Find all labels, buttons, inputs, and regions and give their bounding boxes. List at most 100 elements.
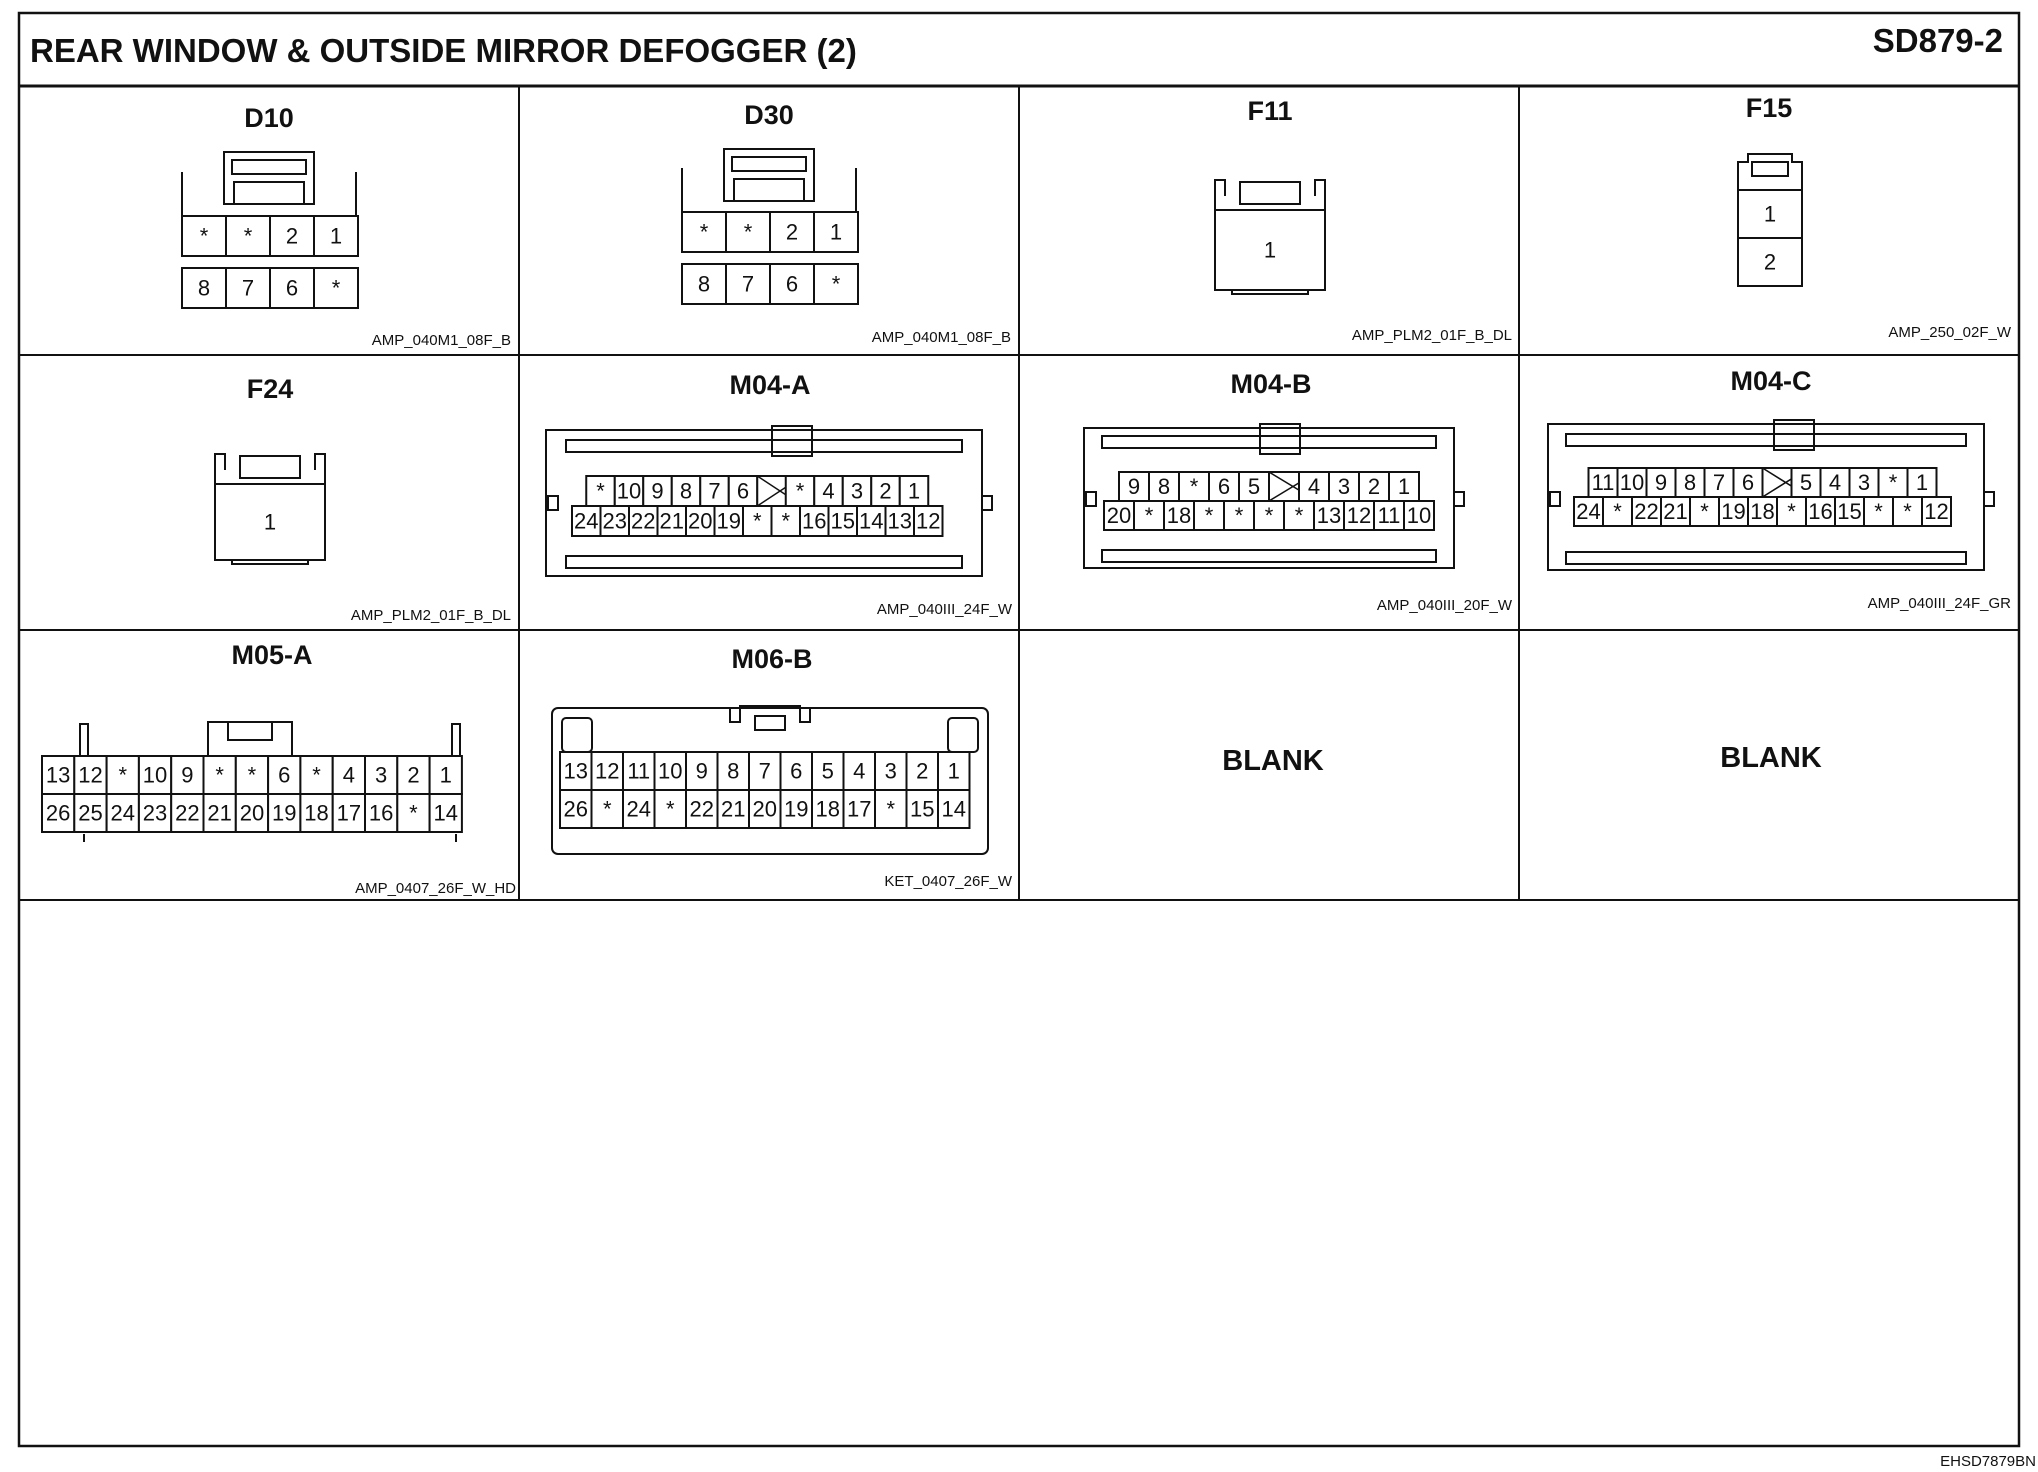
sheet-title: REAR WINDOW & OUTSIDE MIRROR DEFOGGER (2… bbox=[30, 32, 857, 69]
pin-cavity bbox=[784, 475, 816, 507]
pin-cavity bbox=[1921, 496, 1952, 527]
footer-code: EHSD7879BN bbox=[1940, 1453, 2036, 1470]
unused-pin-mark: * bbox=[312, 763, 321, 788]
connector-body-outline bbox=[545, 425, 993, 577]
pin-cavity bbox=[779, 789, 813, 829]
pin-cavity bbox=[813, 211, 859, 253]
pin-number: 13 bbox=[46, 763, 70, 788]
unused-pin-mark: * bbox=[332, 276, 341, 301]
unused-pin-mark: * bbox=[700, 220, 709, 245]
pin-number: 22 bbox=[631, 509, 655, 534]
unused-pin-mark: * bbox=[409, 801, 418, 826]
connector-name: D30 bbox=[744, 100, 794, 130]
pin-cavity bbox=[841, 475, 873, 507]
pin-number: 21 bbox=[1663, 499, 1687, 524]
pin-number: 3 bbox=[1338, 474, 1350, 499]
pin-number: 15 bbox=[831, 509, 855, 534]
pin-cavity bbox=[681, 211, 727, 253]
pin-number: 3 bbox=[375, 763, 387, 788]
pin-number: 2 bbox=[786, 220, 798, 245]
pin-cavity bbox=[1718, 496, 1749, 527]
pin-cavity bbox=[1403, 500, 1435, 531]
pin-number: 9 bbox=[696, 759, 708, 784]
pin-cavity bbox=[742, 505, 773, 537]
connector-code: AMP_040M1_08F_B bbox=[372, 332, 511, 349]
pin-number: 21 bbox=[660, 509, 684, 534]
pin-number: 20 bbox=[240, 801, 264, 826]
pin-number: 19 bbox=[272, 801, 296, 826]
blank-cell-label: BLANK bbox=[1720, 742, 1822, 774]
connector-name: M05-A bbox=[231, 640, 312, 670]
connector-code: AMP_040III_24F_GR bbox=[1868, 595, 2012, 612]
pin-number: 10 bbox=[1620, 470, 1644, 495]
unused-pin-mark: * bbox=[886, 797, 895, 822]
pin-number: 1 bbox=[908, 479, 920, 504]
pin-cavity bbox=[1602, 496, 1633, 527]
pin-number: 24 bbox=[627, 797, 651, 822]
pin-number: 24 bbox=[574, 509, 598, 534]
pin-grid: 12 bbox=[1737, 189, 1803, 287]
pin-number: 2 bbox=[879, 479, 891, 504]
pin-number: 4 bbox=[853, 759, 865, 784]
pin-number: 2 bbox=[286, 224, 298, 249]
sheet-frame bbox=[17, 11, 2021, 1448]
unused-pin-mark: * bbox=[1889, 470, 1898, 495]
connector-body-outline bbox=[1547, 419, 1995, 571]
pin-number: 6 bbox=[1218, 474, 1230, 499]
pin-cavity bbox=[1906, 467, 1938, 498]
pin-cavity bbox=[1573, 496, 1604, 527]
pin-number: 6 bbox=[790, 759, 802, 784]
pin-number: 20 bbox=[753, 797, 777, 822]
pin-cavity bbox=[1193, 500, 1225, 531]
pin-number: 26 bbox=[564, 797, 588, 822]
unused-pin-mark: * bbox=[666, 797, 675, 822]
pin-cavity bbox=[105, 755, 140, 795]
pin-cavity bbox=[590, 789, 624, 829]
pin-cavity bbox=[313, 267, 359, 309]
pin-number: 8 bbox=[727, 759, 739, 784]
pin-number: 21 bbox=[207, 801, 231, 826]
connector-code: KET_0407_26F_W bbox=[884, 873, 1012, 890]
connector-name: F15 bbox=[1746, 93, 1793, 123]
pin-cavity bbox=[1616, 467, 1648, 498]
connector-code: AMP_PLM2_01F_B_DL bbox=[1352, 327, 1512, 344]
connector-grid bbox=[19, 86, 2019, 901]
pin-cavity bbox=[813, 263, 859, 305]
connector-name: M04-A bbox=[729, 370, 810, 400]
pin-cavity bbox=[214, 483, 326, 561]
pin-cavity bbox=[1737, 237, 1803, 287]
pin-number: 19 bbox=[1721, 499, 1745, 524]
pin-number: 14 bbox=[434, 801, 458, 826]
pin-number: 6 bbox=[786, 272, 798, 297]
unused-pin-mark: * bbox=[200, 224, 209, 249]
pin-number: 4 bbox=[1308, 474, 1320, 499]
pin-number: 8 bbox=[1158, 474, 1170, 499]
pin-cavity bbox=[1834, 496, 1865, 527]
pin-cavity bbox=[225, 215, 271, 257]
pin-cavity bbox=[1631, 496, 1662, 527]
pin-cavity bbox=[856, 505, 887, 537]
pin-cavity bbox=[41, 793, 76, 833]
pin-number: 1 bbox=[1764, 202, 1776, 227]
pin-number: 7 bbox=[242, 276, 254, 301]
pin-number: 10 bbox=[143, 763, 167, 788]
pin-cavity bbox=[1805, 496, 1836, 527]
pin-number: 10 bbox=[1407, 503, 1431, 528]
pin-cavity bbox=[884, 505, 915, 537]
pin-number: 7 bbox=[742, 272, 754, 297]
pin-cavity bbox=[559, 789, 593, 829]
pin-number: 13 bbox=[888, 509, 912, 534]
pin-number: 1 bbox=[264, 510, 276, 535]
pin-cavity bbox=[685, 789, 719, 829]
unused-pin-mark: * bbox=[1874, 499, 1883, 524]
